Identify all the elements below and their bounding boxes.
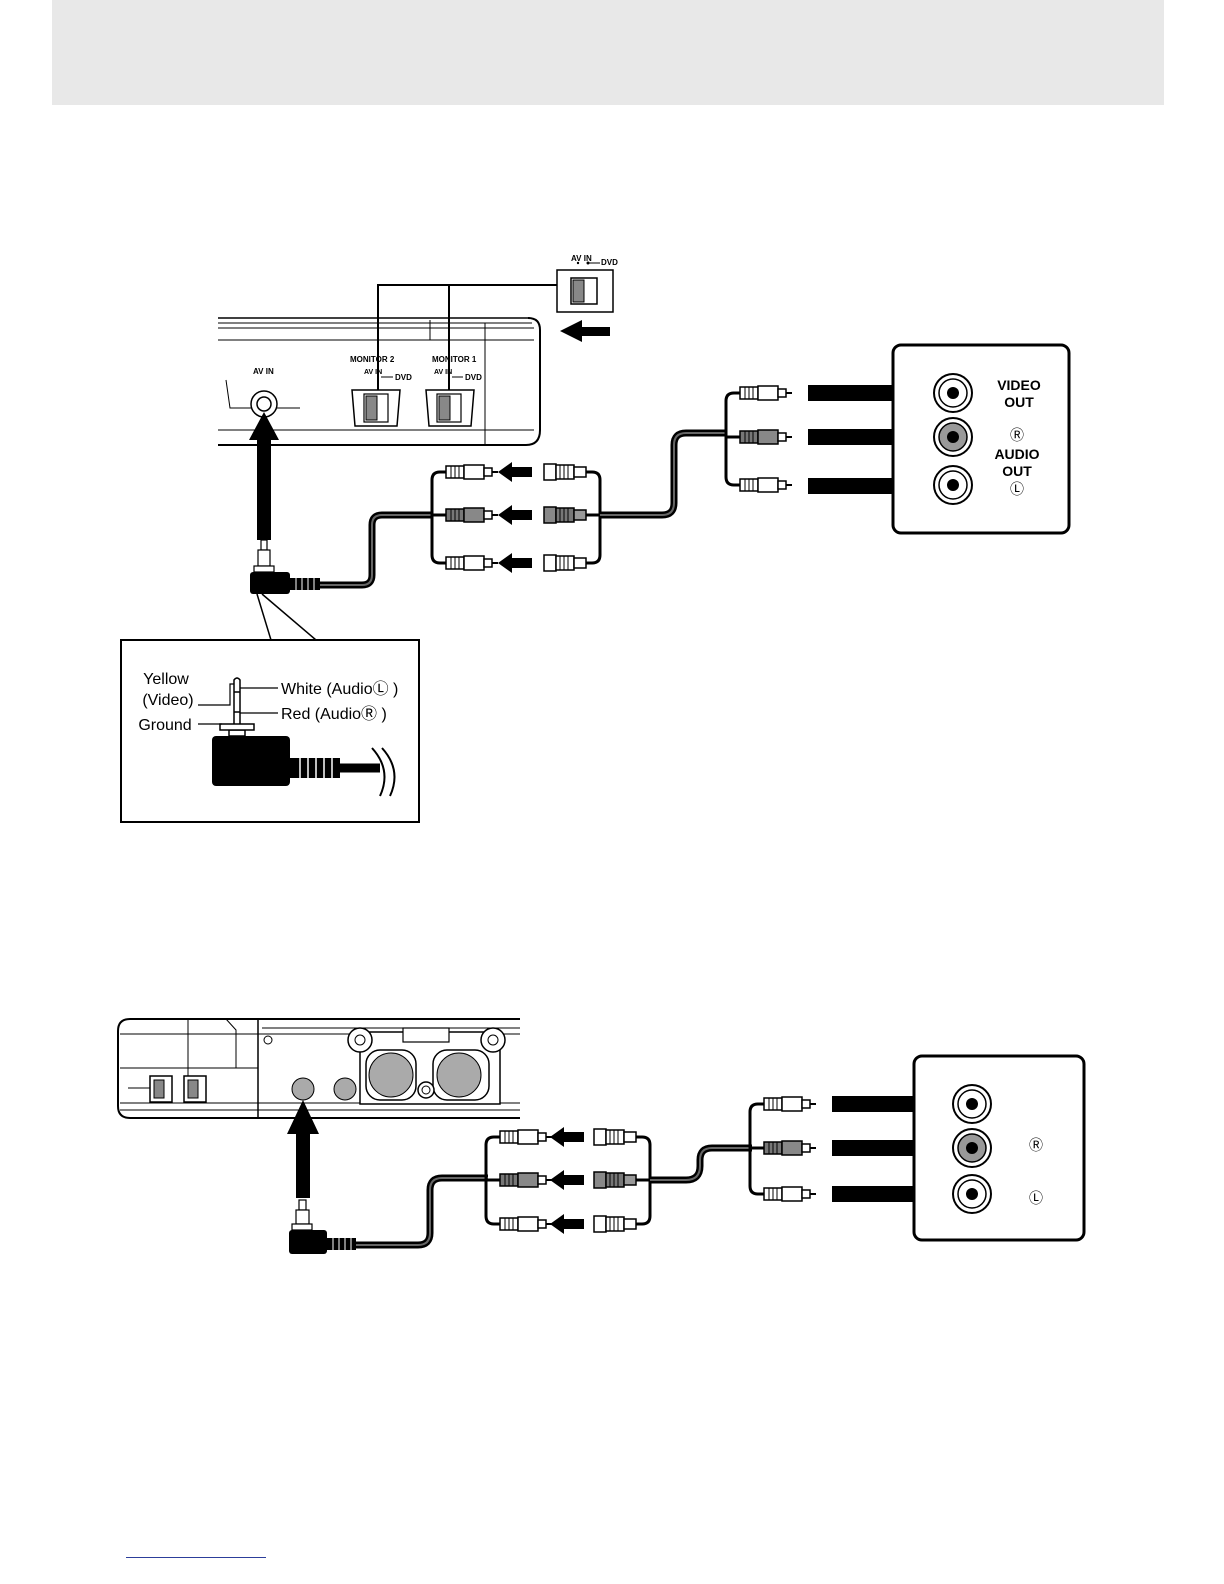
player-side-panel [118, 1019, 520, 1118]
monitor-1-label: MONITOR 1 [432, 355, 477, 364]
rca-plug-red-right [740, 430, 792, 444]
connect-arrow-icon [550, 1127, 584, 1147]
audio-l-symbol: Ⓛ [1010, 481, 1024, 497]
connect-arrow-icon [498, 553, 532, 573]
rca-plug-white-left [500, 1130, 552, 1144]
yellow-label: Yellow [143, 671, 189, 688]
monitor-2-label: MONITOR 2 [350, 355, 395, 364]
rca-plug-white-left [446, 465, 498, 479]
audio-r-symbol: Ⓡ [1010, 427, 1024, 443]
switch-direction-arrow-icon [560, 320, 610, 342]
switch-inset: AV IN DVD [378, 254, 618, 408]
headphone-ports [348, 1028, 505, 1104]
monitor-2-switch[interactable] [352, 390, 400, 426]
connect-arrow-icon [498, 505, 532, 525]
plug-detail-callout: Yellow (Video) Ground White (AudioⓁ ) Re… [121, 640, 419, 822]
connect-arrow-icon [498, 462, 532, 482]
up-arrow-icon [287, 1100, 319, 1198]
video-label: VIDEO [997, 377, 1041, 393]
video-out-socket [934, 374, 972, 412]
monitor-1-av-in-label: AV IN [434, 369, 452, 376]
rca-plug-red-right [764, 1141, 816, 1155]
audio-l-symbol: Ⓛ [1029, 1190, 1043, 1206]
rca-jack-white [544, 464, 586, 480]
rca-jack-yellow [594, 1216, 636, 1232]
monitor-2-dvd-label: DVD [395, 373, 412, 382]
up-arrow-icon [249, 412, 279, 540]
audio-out-r-socket [953, 1129, 991, 1167]
audio-out-r-socket [934, 418, 972, 456]
source-output-panel: VIDEO OUT Ⓡ AUDIO OUT Ⓛ [893, 345, 1069, 533]
rca-jack-white [594, 1129, 636, 1145]
rca-plug-red-left [500, 1173, 552, 1187]
audio-out-label: OUT [1002, 463, 1032, 479]
rca-plug-yellow-left [500, 1217, 552, 1231]
footer-rule [126, 1557, 266, 1558]
connect-arrow-icon [550, 1214, 584, 1234]
av-in-port-label: AV IN [253, 367, 274, 376]
connect-arrow-icon [550, 1170, 584, 1190]
av-in-jack-side [292, 1078, 314, 1100]
stereo-mini-plug [289, 1200, 356, 1254]
source-output-panel: Ⓡ Ⓛ [914, 1056, 1084, 1240]
diagram-2: Ⓡ Ⓛ [118, 1019, 1084, 1254]
switch-inset-dvd-label: DVD [601, 258, 618, 267]
rca-plug-white-right [740, 478, 792, 492]
diagram-1: AV IN DVD AV IN [121, 254, 1069, 822]
audio-out-l-socket [953, 1175, 991, 1213]
red-audio-r-label: Red (AudioⓇ ) [281, 705, 387, 723]
rca-plug-white-right [764, 1187, 816, 1201]
rca-plug-yellow-left [446, 556, 498, 570]
audio-out-l-socket [934, 466, 972, 504]
rca-plug-yellow-right [740, 386, 792, 400]
rca-jack-red [544, 507, 586, 523]
white-audio-l-label: White (AudioⓁ ) [281, 680, 398, 698]
rca-jack-red [594, 1172, 636, 1188]
audio-label: AUDIO [994, 446, 1039, 462]
monitor-2-av-in-label: AV IN [364, 369, 382, 376]
stereo-mini-plug [250, 540, 320, 594]
audio-r-symbol: Ⓡ [1029, 1137, 1043, 1153]
ground-label: Ground [138, 717, 191, 734]
rca-plug-yellow-right [764, 1097, 816, 1111]
monitor-1-dvd-label: DVD [465, 373, 482, 382]
video-paren-label: (Video) [142, 692, 193, 709]
rca-jack-yellow [544, 555, 586, 571]
video-out-socket [953, 1085, 991, 1123]
rca-plug-red-left [446, 508, 498, 522]
monitor-1-switch[interactable] [426, 390, 474, 426]
switch-inset-av-in-label: AV IN [571, 254, 592, 263]
video-out-label: OUT [1004, 394, 1034, 410]
